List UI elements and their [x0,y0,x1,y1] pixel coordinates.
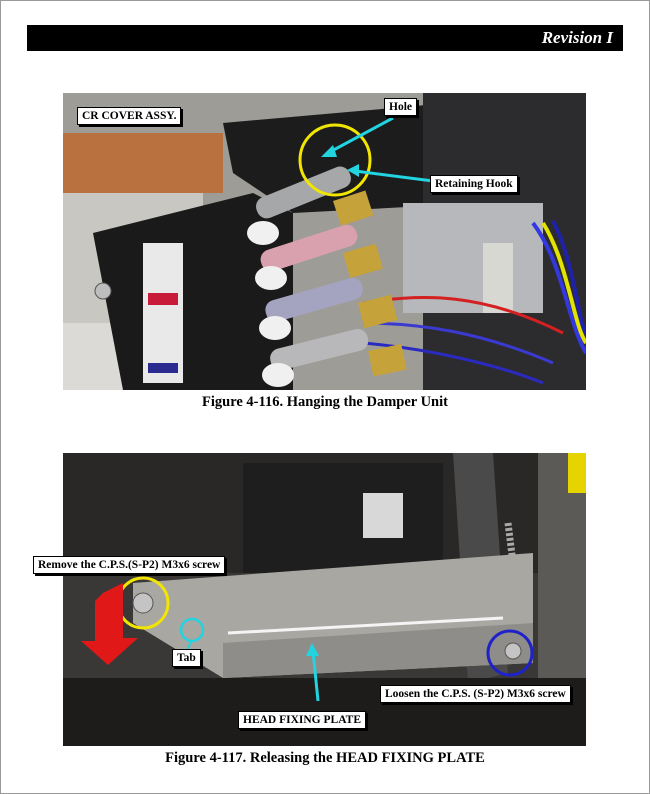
cr-cover-assy-label: CR COVER ASSY. [77,107,182,125]
head-fixing-plate-label: HEAD FIXING PLATE [238,711,366,729]
release-direction-arrow [81,583,138,665]
tab-label: Tab [172,649,201,667]
retaining-hook-label: Retaining Hook [430,175,518,193]
figure-damper-unit-photo: CR COVER ASSY. Hole Retaining Hook [63,93,586,390]
figure-117-caption: Figure 4-117. Releasing the HEAD FIXING … [165,750,485,766]
tab-callout-circle [179,617,205,643]
revision-label: Revision I [541,28,613,47]
figure-116-caption: Figure 4-116. Hanging the Damper Unit [202,394,448,410]
figure-head-fixing-plate-photo: Tab HEAD FIXING PLATE Loosen the C.P.S. … [63,453,586,746]
hole-label: Hole [384,98,417,116]
loosen-screw-label: Loosen the C.P.S. (S-P2) M3x6 screw [380,685,571,703]
remove-screw-label: Remove the C.P.S.(S-P2) M3x6 screw [33,556,226,574]
hook-callout-circle [298,123,372,197]
loosen-screw-callout-circle [486,629,534,677]
damper-unit-illustration [63,93,586,390]
header-bar: Revision I [27,25,623,51]
